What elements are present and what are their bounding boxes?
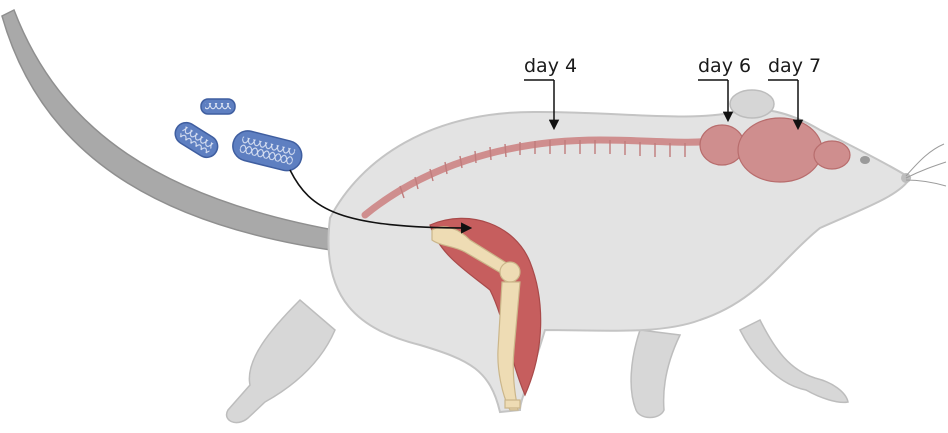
mouse-tail: [2, 10, 345, 252]
virus-particle-icon: [201, 99, 235, 114]
mouse-eye: [860, 156, 870, 164]
mouse-ear: [730, 90, 774, 118]
mouse-whiskers: [906, 144, 946, 186]
virus-particle-icon: [171, 118, 222, 161]
mouse-front-leg: [631, 320, 848, 418]
day-7-label: day 7: [768, 57, 821, 76]
day-4-label: day 4: [524, 57, 577, 76]
virus-particle-icon: [230, 128, 305, 174]
day-6-label: day 6: [698, 57, 751, 76]
mouse-rear-leg: [227, 300, 335, 423]
